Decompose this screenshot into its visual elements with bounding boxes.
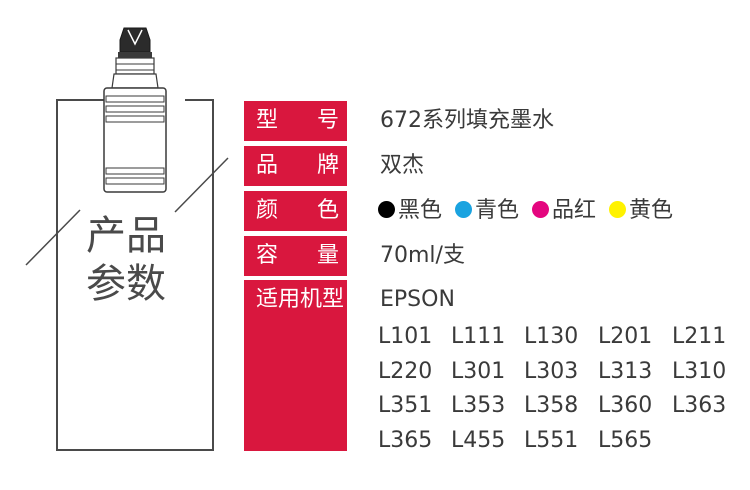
ink-bottle-illustration bbox=[25, 27, 229, 451]
cyan-dot-icon bbox=[455, 201, 473, 218]
package-outline bbox=[56, 99, 214, 451]
compatible-model-grid: L101 L111 L130 L201 L211 L220 L301 L303 … bbox=[378, 320, 738, 458]
black-dot-icon bbox=[378, 201, 395, 218]
spec-key-compatible-block: 适用机型 bbox=[244, 280, 347, 451]
magenta-dot-icon bbox=[532, 201, 550, 218]
model-item: L201 bbox=[598, 324, 653, 349]
spec-value-capacity: 70ml/支 bbox=[380, 243, 465, 268]
model-item: L211 bbox=[672, 324, 727, 349]
color-item-magenta: 品红 bbox=[532, 198, 596, 223]
model-row: L220 L301 L303 L313 L310 bbox=[378, 355, 738, 390]
model-row: L351 L353 L358 L360 L363 bbox=[378, 389, 738, 424]
bottle-body-icon bbox=[103, 87, 167, 193]
compatible-brand: EPSON bbox=[380, 287, 455, 312]
color-item-cyan: 青色 bbox=[455, 198, 519, 223]
diagonal-line-left bbox=[25, 209, 81, 266]
spec-value-color: 黑色 青色 品红 黄色 bbox=[378, 191, 679, 231]
model-item: L363 bbox=[672, 393, 727, 418]
model-item: L313 bbox=[598, 358, 653, 384]
model-item: L360 bbox=[598, 393, 653, 418]
spec-key-color: 颜 色 bbox=[244, 191, 347, 231]
model-item: L353 bbox=[451, 393, 506, 418]
model-item: L130 bbox=[524, 324, 579, 349]
model-item: L301 bbox=[451, 358, 506, 384]
model-item: L310 bbox=[672, 358, 727, 384]
model-item: L220 bbox=[378, 358, 433, 384]
diagonal-line-right bbox=[174, 157, 229, 213]
color-item-black: 黑色 bbox=[378, 198, 442, 223]
spec-value-model: 672系列填充墨水 bbox=[380, 108, 554, 133]
model-item: L455 bbox=[451, 427, 506, 453]
side-label-line2: 参数 bbox=[86, 261, 166, 307]
model-row: L101 L111 L130 L201 L211 bbox=[378, 320, 738, 355]
spec-key-brand: 品 牌 bbox=[244, 146, 347, 186]
model-item: L351 bbox=[378, 393, 433, 418]
spec-key-compatible: 适用机型 bbox=[256, 287, 345, 312]
yellow-dot-icon bbox=[609, 201, 627, 218]
bottle-cap-icon bbox=[111, 27, 159, 89]
model-item: L111 bbox=[451, 324, 506, 349]
model-item: L551 bbox=[524, 427, 579, 453]
model-item: L101 bbox=[378, 324, 433, 349]
color-item-yellow: 黄色 bbox=[609, 198, 673, 223]
model-item: L365 bbox=[378, 427, 433, 453]
spec-key-capacity: 容 量 bbox=[244, 236, 347, 276]
model-item: L303 bbox=[524, 358, 579, 384]
side-label-line1: 产品 bbox=[86, 213, 166, 259]
spec-key-model: 型 号 bbox=[244, 101, 347, 141]
spec-value-brand: 双杰 bbox=[380, 153, 425, 178]
model-row: L365 L455 L551 L565 bbox=[378, 424, 738, 459]
model-item: L358 bbox=[524, 393, 579, 418]
model-item: L565 bbox=[598, 427, 653, 453]
